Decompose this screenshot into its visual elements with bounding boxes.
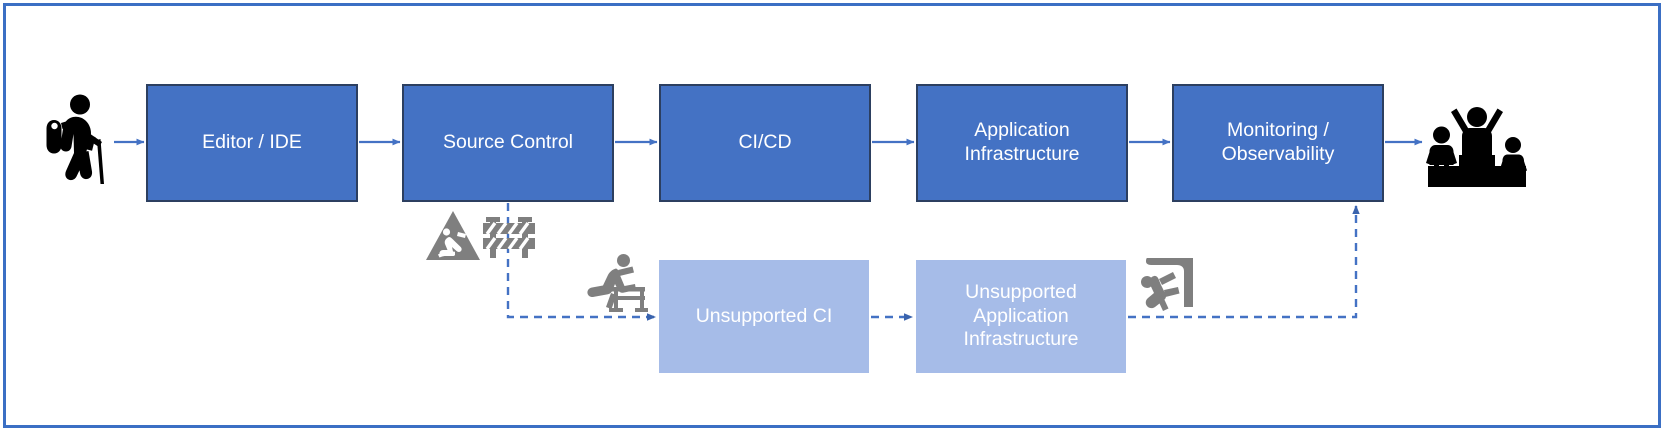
node-unsupported-application-infrastructure[interactable]: Unsupported Application Infrastructure	[916, 260, 1126, 373]
hurdler-icon	[585, 253, 649, 313]
climber-icon	[1137, 254, 1197, 314]
node-ci-cd[interactable]: CI/CD	[659, 84, 871, 202]
node-editor-ide[interactable]: Editor / IDE	[146, 84, 358, 202]
hiker-icon	[40, 93, 110, 189]
warning-triangle-icon	[424, 209, 482, 263]
barrier-icon	[480, 208, 538, 260]
node-source-control[interactable]: Source Control	[402, 84, 614, 202]
node-application-infrastructure[interactable]: Application Infrastructure	[916, 84, 1128, 202]
node-unsupported-ci[interactable]: Unsupported CI	[659, 260, 869, 373]
node-monitoring-observability[interactable]: Monitoring / Observability	[1172, 84, 1384, 202]
podium-icon	[1424, 93, 1530, 189]
